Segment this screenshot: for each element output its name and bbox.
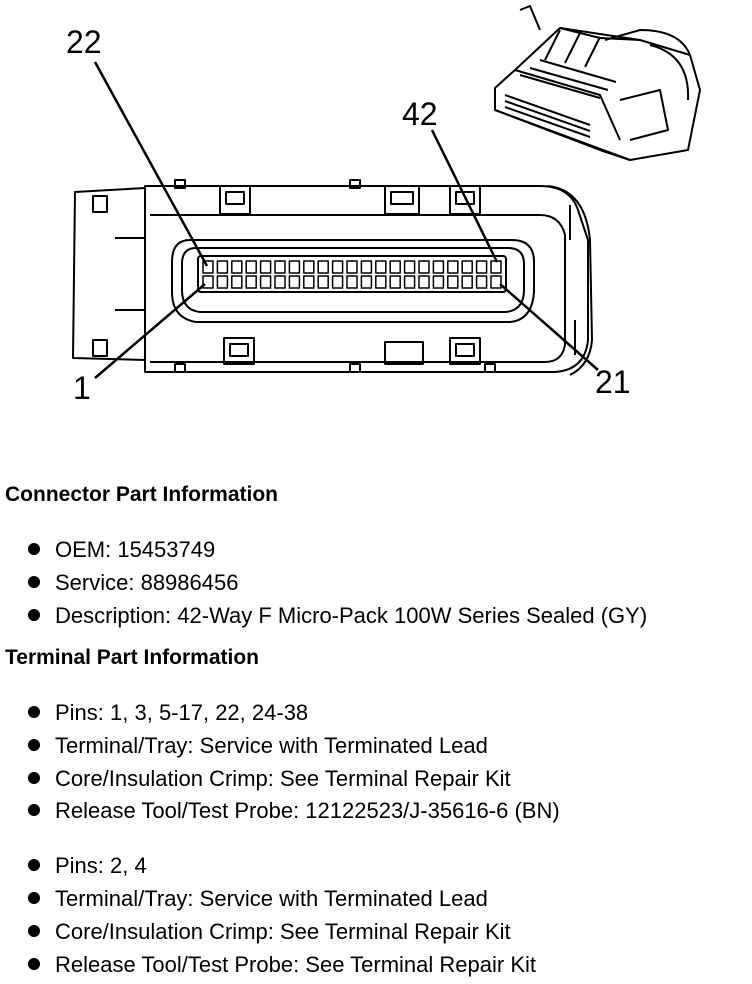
bullet-icon bbox=[28, 925, 40, 937]
pin-cavity bbox=[346, 260, 358, 274]
list-item: Terminal/Tray: Service with Terminated L… bbox=[28, 735, 488, 757]
pin-cavity bbox=[432, 275, 445, 289]
callout-leader-lines bbox=[93, 61, 599, 379]
bullet-icon bbox=[28, 609, 40, 621]
bullet-icon bbox=[28, 543, 40, 555]
pin-cavity bbox=[490, 260, 502, 274]
leader-line-1 bbox=[94, 283, 206, 379]
pin-cavity bbox=[288, 275, 301, 289]
pin-cavity bbox=[475, 260, 488, 274]
pin-cavity bbox=[202, 260, 214, 274]
pin-cavity bbox=[389, 260, 401, 274]
pin-cavity bbox=[490, 275, 502, 289]
list-item: Pins: 2, 4 bbox=[28, 855, 147, 877]
list-item: Core/Insulation Crimp: See Terminal Repa… bbox=[28, 921, 511, 943]
pin-cavity bbox=[245, 260, 257, 274]
connector-face-diagram bbox=[72, 5, 701, 379]
pin-cavity bbox=[288, 260, 301, 274]
bullet-icon bbox=[28, 958, 40, 970]
list-item: Service: 88986456 bbox=[28, 572, 238, 594]
pin-cavity bbox=[202, 275, 214, 289]
pin-cavity bbox=[403, 275, 416, 289]
leader-line-21 bbox=[499, 283, 599, 371]
pin-cavity bbox=[231, 275, 243, 289]
bullet-icon bbox=[28, 892, 40, 904]
list-item: Core/Insulation Crimp: See Terminal Repa… bbox=[28, 768, 511, 790]
pin-cavity bbox=[317, 260, 329, 274]
pin-cavity bbox=[403, 260, 416, 274]
list-item: Description: 42-Way F Micro-Pack 100W Se… bbox=[28, 605, 647, 627]
pin-cavity bbox=[461, 275, 473, 289]
pin-cavity bbox=[418, 275, 430, 289]
leader-line-22 bbox=[93, 61, 209, 267]
bullet-icon bbox=[28, 772, 40, 784]
callout-label-42: 42 bbox=[402, 96, 438, 132]
pin-cavity bbox=[245, 275, 257, 289]
pin-cavity bbox=[418, 260, 430, 274]
leader-line-42 bbox=[430, 129, 499, 263]
bullet-icon bbox=[28, 739, 40, 751]
pin-row-bottom bbox=[202, 275, 502, 289]
pin-cavity bbox=[360, 260, 373, 274]
pin-cavity bbox=[216, 275, 229, 289]
pin-cavity bbox=[360, 275, 373, 289]
pin-cavity bbox=[475, 275, 488, 289]
pin-cavity bbox=[231, 260, 243, 274]
pin-cavity bbox=[432, 260, 445, 274]
pin-cavity bbox=[274, 275, 286, 289]
connector-part-info-heading: Connector Part Information bbox=[5, 483, 279, 506]
callout-label-22: 22 bbox=[66, 24, 102, 60]
list-item: OEM: 15453749 bbox=[28, 539, 215, 561]
pin-row-top bbox=[202, 260, 502, 274]
pin-cavity bbox=[389, 275, 401, 289]
pin-cavity bbox=[447, 275, 459, 289]
bullet-icon bbox=[28, 804, 40, 816]
bullet-icon bbox=[28, 859, 40, 871]
list-item: Release Tool/Test Probe: 12122523/J-3561… bbox=[28, 800, 560, 822]
pin-cavity bbox=[274, 260, 286, 274]
pin-cavity bbox=[375, 260, 387, 274]
pin-cavity bbox=[346, 275, 358, 289]
pin-cavity bbox=[216, 260, 229, 274]
pin-cavity bbox=[259, 275, 272, 289]
list-item: Terminal/Tray: Service with Terminated L… bbox=[28, 888, 488, 910]
pin-cavity bbox=[317, 275, 329, 289]
pin-cavity bbox=[259, 260, 272, 274]
pin-cavity bbox=[303, 275, 315, 289]
bullet-icon bbox=[28, 576, 40, 588]
terminal-part-info-heading: Terminal Part Information bbox=[5, 646, 259, 669]
pin-cavity bbox=[331, 260, 344, 274]
pin-cavity bbox=[461, 260, 473, 274]
connector-isometric-view bbox=[494, 5, 701, 161]
pin-cavity bbox=[331, 275, 344, 289]
connector-face-view bbox=[72, 179, 593, 376]
pin-cavity bbox=[303, 260, 315, 274]
pin-cavity bbox=[375, 275, 387, 289]
pin-cavity bbox=[447, 260, 459, 274]
callout-label-21: 21 bbox=[595, 364, 631, 400]
list-item: Release Tool/Test Probe: See Terminal Re… bbox=[28, 954, 536, 976]
bullet-icon bbox=[28, 706, 40, 718]
list-item: Pins: 1, 3, 5-17, 22, 24-38 bbox=[28, 702, 308, 724]
callout-label-1: 1 bbox=[73, 370, 91, 406]
